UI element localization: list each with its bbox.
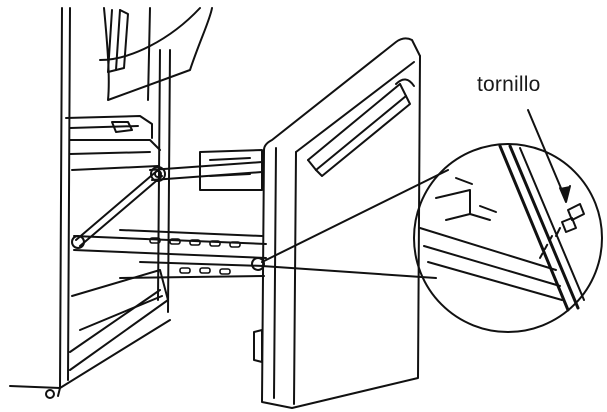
drawer-frame (65, 115, 267, 331)
upper-doors (99, 7, 213, 101)
detail-magnifier (413, 143, 603, 333)
label-leader-arrow (527, 109, 571, 203)
refrigerator-cabinet (9, 7, 171, 399)
callout-label-screw: tornillo (477, 73, 541, 96)
callout-leader (261, 169, 449, 279)
drawer-front-panel (253, 37, 421, 409)
